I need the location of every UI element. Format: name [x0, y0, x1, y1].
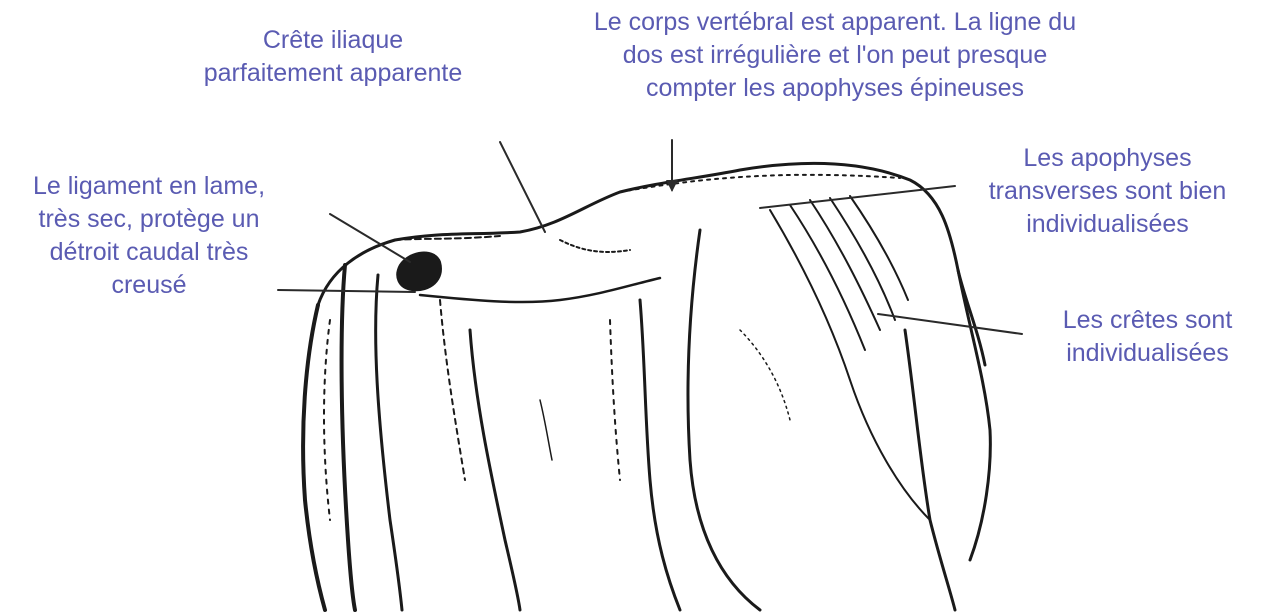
label-corps-vertebral: Le corps vertébral est apparent. La lign… — [525, 6, 1145, 105]
arrow-crete-iliaque — [500, 142, 545, 232]
label-ligament-line-1: Le ligament en lame, — [0, 170, 298, 203]
label-cretes: Les crêtes sont individualisées — [1035, 304, 1260, 370]
inner-left-leg — [470, 330, 520, 610]
arrow-apophyses — [760, 186, 955, 208]
label-ligament-line-2: très sec, protège un — [0, 203, 298, 236]
label-crete-iliaque-line-2: parfaitement apparente — [178, 57, 488, 90]
label-corps-vertebral-line-3: compter les apophyses épineuses — [525, 72, 1145, 105]
label-apophyses-line-1: Les apophyses — [955, 142, 1260, 175]
center-line — [640, 300, 680, 610]
arrow-corps-vertebral-head — [666, 180, 678, 192]
label-apophyses-line-3: individualisées — [955, 208, 1260, 241]
label-apophyses: Les apophyses transverses sont bien indi… — [955, 142, 1260, 241]
tail — [342, 265, 355, 610]
label-cretes-line-2: individualisées — [1035, 337, 1260, 370]
left-thigh-outline — [303, 305, 325, 610]
label-crete-iliaque-line-1: Crête iliaque — [178, 24, 488, 57]
right-thigh-outline — [688, 230, 760, 610]
label-ligament: Le ligament en lame, très sec, protège u… — [0, 170, 298, 302]
label-cretes-line-1: Les crêtes sont — [1035, 304, 1260, 337]
label-ligament-line-4: creusé — [0, 269, 298, 302]
label-crete-iliaque: Crête iliaque parfaitement apparente — [178, 24, 488, 90]
label-corps-vertebral-line-1: Le corps vertébral est apparent. La lign… — [525, 6, 1145, 39]
label-corps-vertebral-line-2: dos est irrégulière et l'on peut presque — [525, 39, 1145, 72]
label-ligament-line-3: détroit caudal très — [0, 236, 298, 269]
label-apophyses-line-2: transverses sont bien — [955, 175, 1260, 208]
arrow-ligament-lower — [278, 290, 415, 292]
arrow-cretes — [878, 314, 1022, 334]
